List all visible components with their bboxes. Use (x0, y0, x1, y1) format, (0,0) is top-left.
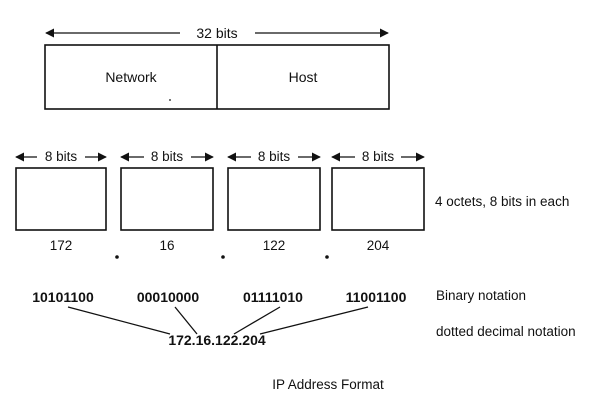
connector-1 (67, 306, 171, 335)
speck (169, 99, 171, 101)
octet-1-bits-label: 8 bits (45, 149, 78, 164)
octet-3-decimal: 122 (263, 238, 286, 253)
octet-2-box (120, 167, 214, 231)
octet-2-decimal: 16 (159, 238, 174, 253)
width-label: 32 bits (196, 25, 237, 41)
octet-1-binary: 10101100 (32, 289, 94, 305)
octet-3-box (227, 167, 321, 231)
octet-3-binary: 01111010 (243, 289, 303, 305)
decimal-separator-3 (325, 255, 329, 259)
octet-4-binary: 11001100 (346, 289, 407, 305)
octet-note: 4 octets, 8 bits in each (435, 194, 569, 209)
octet-2-bits-label: 8 bits (151, 149, 184, 164)
octet-1-box (15, 167, 107, 231)
host-label: Host (289, 69, 318, 85)
octet-3-bits-label: 8 bits (258, 149, 291, 164)
octet-4-bits-label: 8 bits (362, 149, 395, 164)
decimal-separator-2 (221, 255, 225, 259)
dotted-decimal-value: 172.16.122.204 (168, 332, 266, 348)
octet-1-decimal: 172 (50, 238, 73, 253)
octet-4-decimal: 204 (367, 238, 390, 253)
octet-4-box (331, 167, 425, 231)
connector-4 (259, 306, 369, 335)
octet-2-binary: 00010000 (137, 289, 200, 305)
decimal-separator-1 (115, 255, 119, 259)
dotted-note: dotted decimal notation (436, 324, 576, 339)
network-label: Network (105, 69, 157, 85)
connector-2 (174, 306, 198, 335)
diagram-caption: IP Address Format (272, 377, 384, 392)
connector-3 (233, 306, 281, 335)
binary-note: Binary notation (436, 288, 526, 303)
